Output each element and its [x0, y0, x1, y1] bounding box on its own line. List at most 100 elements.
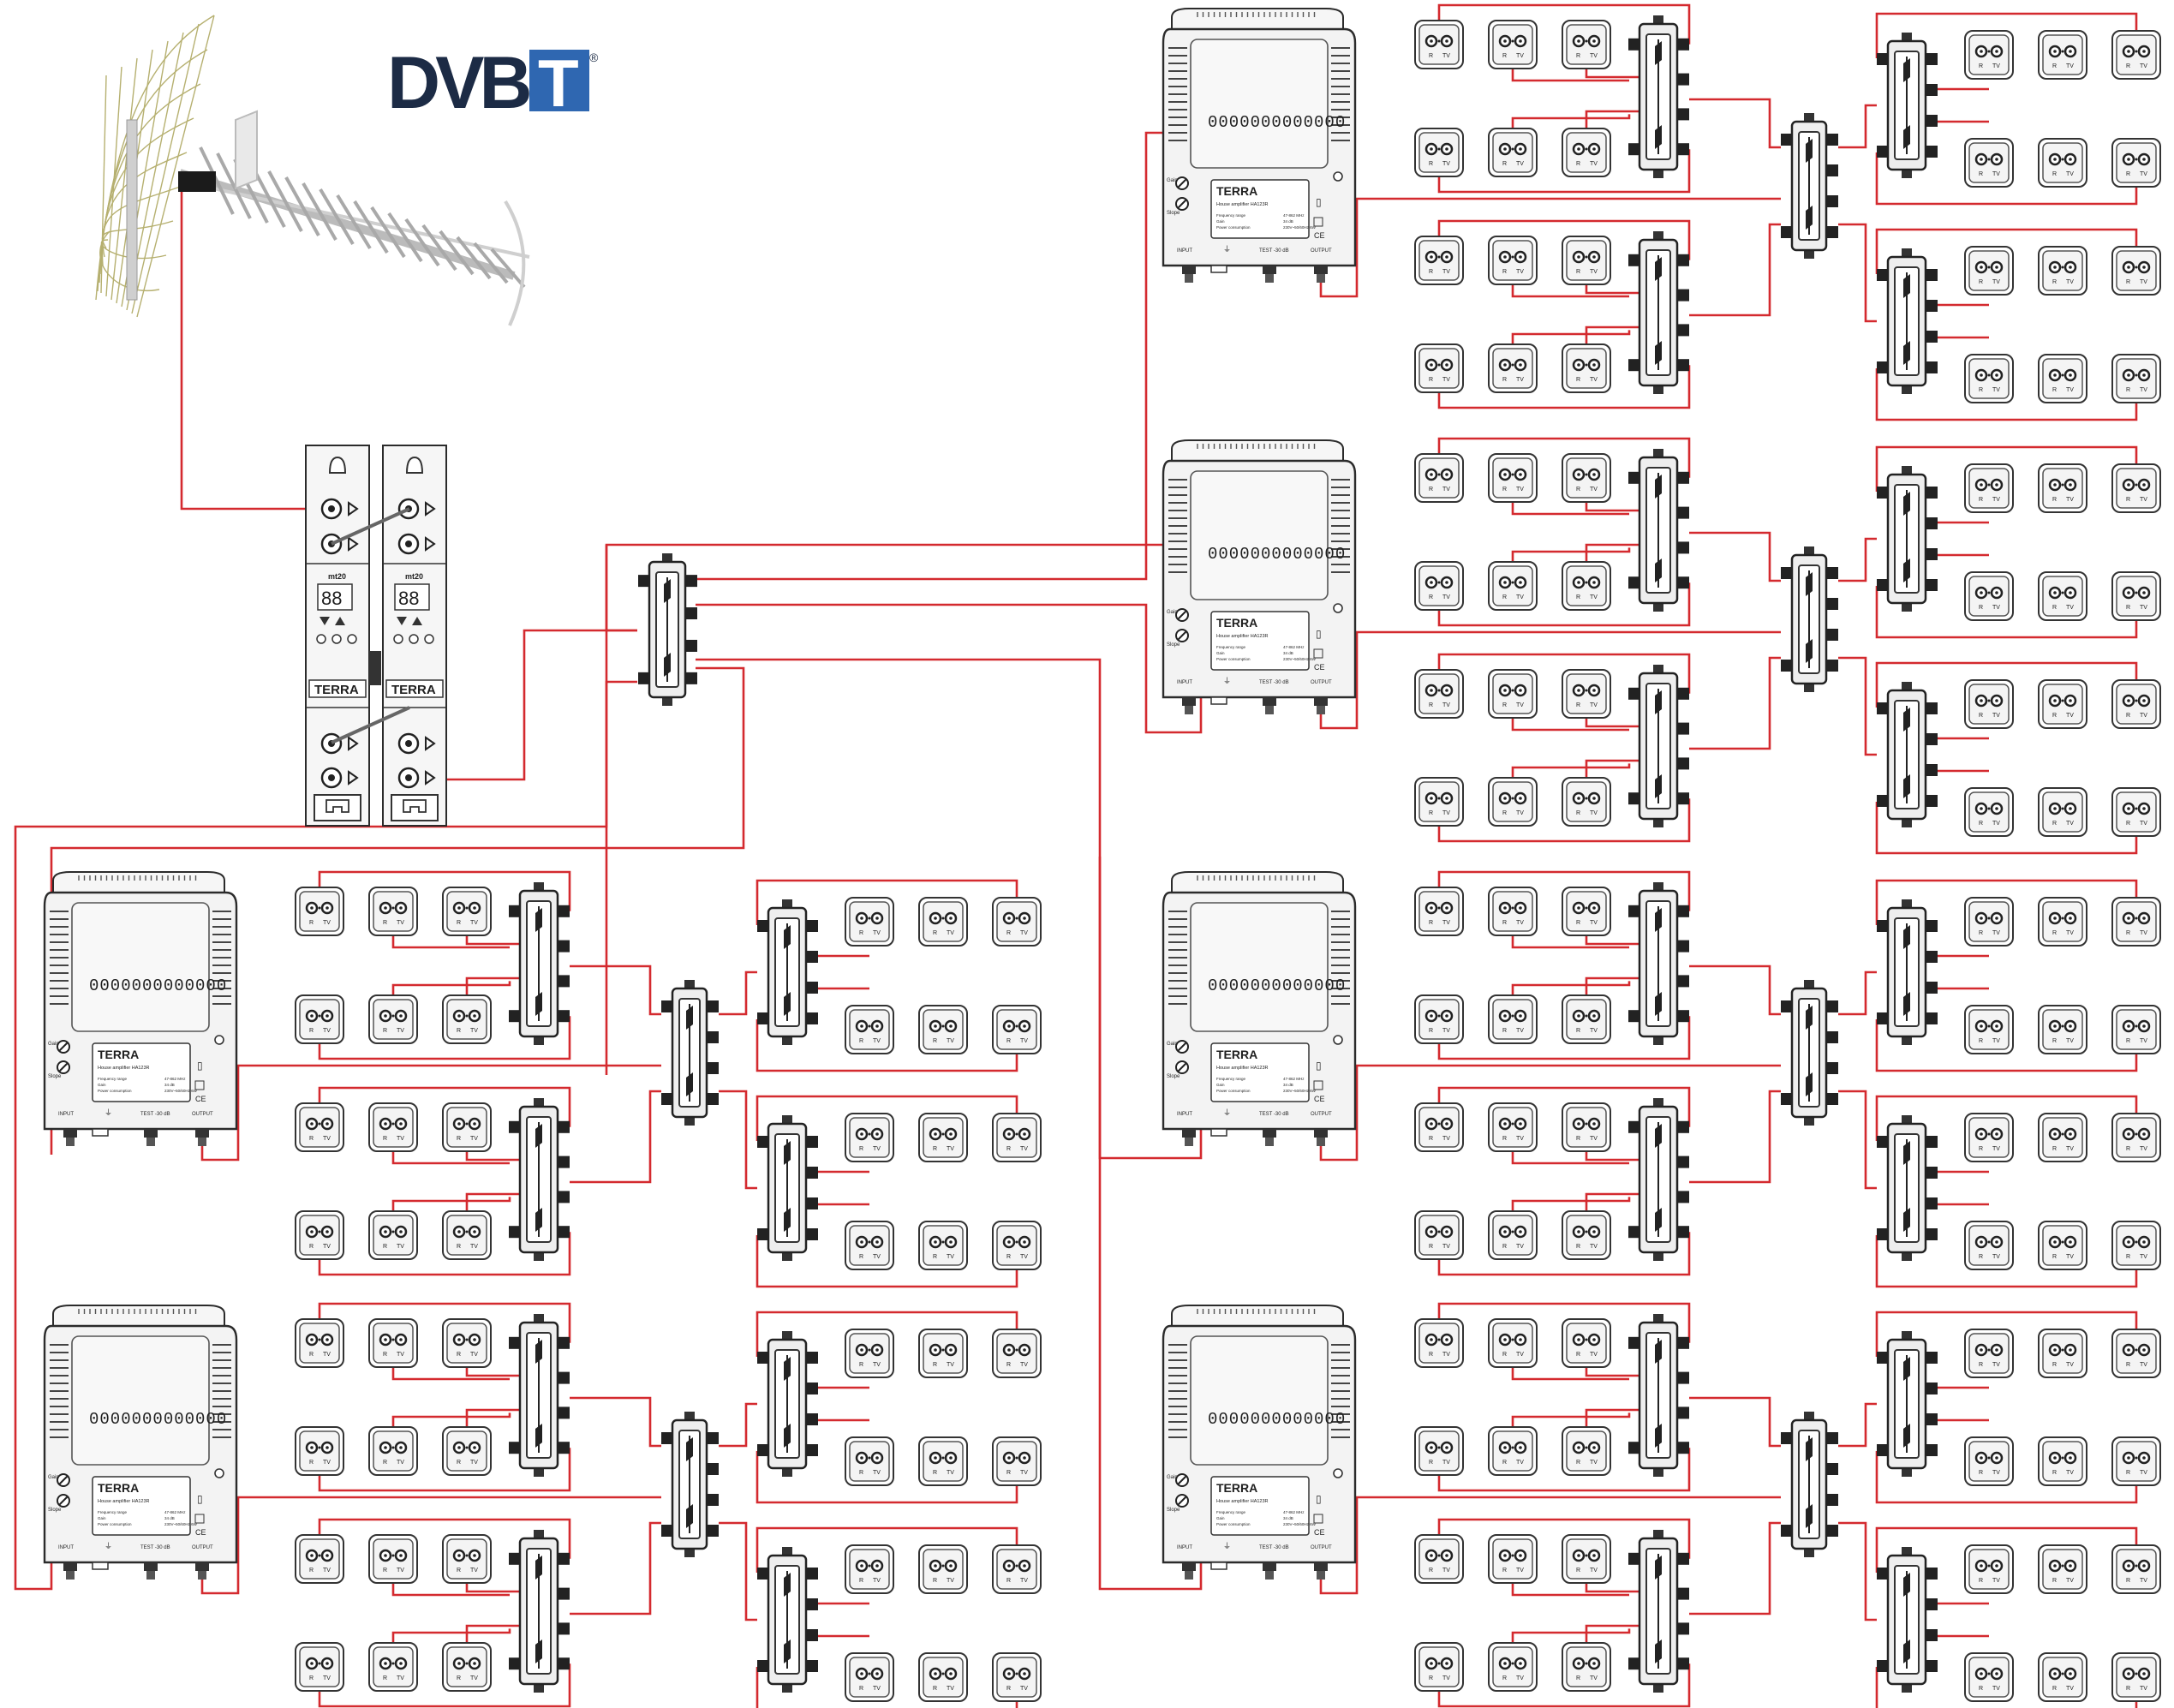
outlet-label-tv: TV	[397, 1460, 404, 1466]
outlet-label-r: R	[1576, 1675, 1580, 1681]
amplifier-spec-label: Gain	[98, 1083, 106, 1087]
splitter-arrow-icon	[784, 1208, 791, 1232]
outlet-cable	[1585, 718, 1648, 728]
splitter-output-port	[1926, 53, 1938, 65]
splitter-tab-top	[1902, 33, 1912, 41]
amplifier-label-plate	[92, 1042, 191, 1102]
outlet-plate	[299, 1107, 340, 1148]
splitter-tab-top	[1653, 231, 1663, 240]
outlet-label-r: R	[383, 1460, 387, 1466]
outlet-label-r: R	[309, 1028, 314, 1034]
amplifier-spec-label: Power consumption	[98, 1089, 132, 1093]
led-indicator	[1333, 603, 1343, 613]
outlet-label-r: R	[2126, 1038, 2130, 1044]
outlet-plate	[1566, 891, 1607, 932]
splitter-tab-bottom	[1653, 170, 1663, 178]
outlet-label-tv: TV	[1590, 269, 1598, 275]
splitter-output-port	[1826, 1463, 1838, 1475]
splitter-input-port	[1781, 226, 1792, 238]
splitter-tab-bottom	[1804, 250, 1814, 259]
outlet-label-tv: TV	[1020, 1038, 1028, 1044]
outlet-plate	[1968, 1657, 2010, 1698]
splitter-output-port	[1677, 687, 1689, 700]
outlet-label-r: R	[383, 1136, 387, 1142]
port-label-input: INPUT	[1177, 1545, 1192, 1550]
outlet-cable	[1875, 1451, 2138, 1504]
outlet-plate	[2042, 250, 2083, 291]
outlet-plate	[299, 1215, 340, 1256]
outlet-plate	[2116, 1117, 2157, 1158]
splitter-output-port	[1926, 1598, 1938, 1610]
outlet-plate	[1566, 781, 1607, 822]
splitter-output-port	[1677, 471, 1689, 484]
outlet-label-r: R	[1576, 1028, 1580, 1034]
splitter-output-port	[707, 1463, 719, 1475]
splitter-output-port	[1926, 1629, 1938, 1641]
splitter-input-port	[1877, 146, 1888, 158]
outlet-cable	[756, 879, 1018, 925]
splitter-output-port	[1677, 1587, 1689, 1600]
outlet-label-tv: TV	[2066, 1038, 2074, 1044]
outlet-label-r: R	[1576, 53, 1580, 59]
outlet-plate	[373, 1430, 414, 1472]
outlet-label-r: R	[2126, 1578, 2130, 1584]
splitter-output-port	[806, 982, 818, 994]
outlet-label-r: R	[457, 920, 461, 926]
direction-arrow-icon	[348, 501, 359, 517]
splitter-arrow-icon	[1655, 1556, 1662, 1580]
outlet-plate	[1968, 901, 2010, 942]
splitter-tab-bottom	[1653, 603, 1663, 612]
splitter-tab-bottom	[534, 1684, 544, 1693]
outlet-label-r: R	[859, 1038, 863, 1044]
module-display-digits: 88	[321, 588, 342, 609]
outlet-plate	[1968, 142, 2010, 183]
amp-to-hub-cable	[1319, 1064, 1781, 1162]
ce-mark-icon: CE	[195, 1095, 206, 1103]
outlet-plate	[1566, 1430, 1607, 1472]
splitter-tab-top	[1902, 899, 1912, 908]
outlet-label-r: R	[1979, 821, 1983, 827]
outlet-label-tv: TV	[2140, 605, 2147, 611]
outlet-label-tv: TV	[1992, 930, 2000, 936]
outlet-plate	[1418, 781, 1460, 822]
hub-to-splitter-cable	[1838, 223, 1877, 323]
input-port	[1182, 697, 1196, 706]
outlet-plate	[2116, 1225, 2157, 1266]
splitter-arrow-icon	[1655, 341, 1662, 365]
outlet-label-tv: TV	[1590, 594, 1598, 600]
outlet-label-tv: TV	[1992, 1146, 2000, 1152]
outlet-cable	[318, 1518, 571, 1559]
splitter-arrow-icon	[686, 1437, 693, 1461]
outlet-plate	[1566, 240, 1607, 281]
module-display	[317, 583, 353, 611]
outlet-cable	[1437, 149, 1691, 194]
outlet-plate	[299, 1323, 340, 1364]
amplifier-grille-pattern: 0000000000000	[1208, 113, 1346, 132]
outlet-plate	[923, 1009, 964, 1050]
splitter-tab-top	[1902, 682, 1912, 690]
outlet-label-tv: TV	[2140, 1470, 2147, 1476]
outlet-label-tv: TV	[1442, 1675, 1450, 1681]
amplifier-panel	[1190, 39, 1329, 169]
outlet-label-tv: TV	[1516, 269, 1524, 275]
port-label-input: INPUT	[1177, 680, 1192, 685]
outlet-label-tv: TV	[1992, 63, 2000, 69]
outlet-cable	[391, 1367, 510, 1381]
outlet-label-r: R	[383, 1675, 387, 1681]
outlet-label-r: R	[383, 1244, 387, 1250]
outlet-label-tv: TV	[1516, 53, 1524, 59]
outlet-label-tv: TV	[1516, 1244, 1524, 1250]
splitter-arrow-icon	[686, 1006, 693, 1030]
hub-to-splitter-cable	[719, 970, 757, 1016]
